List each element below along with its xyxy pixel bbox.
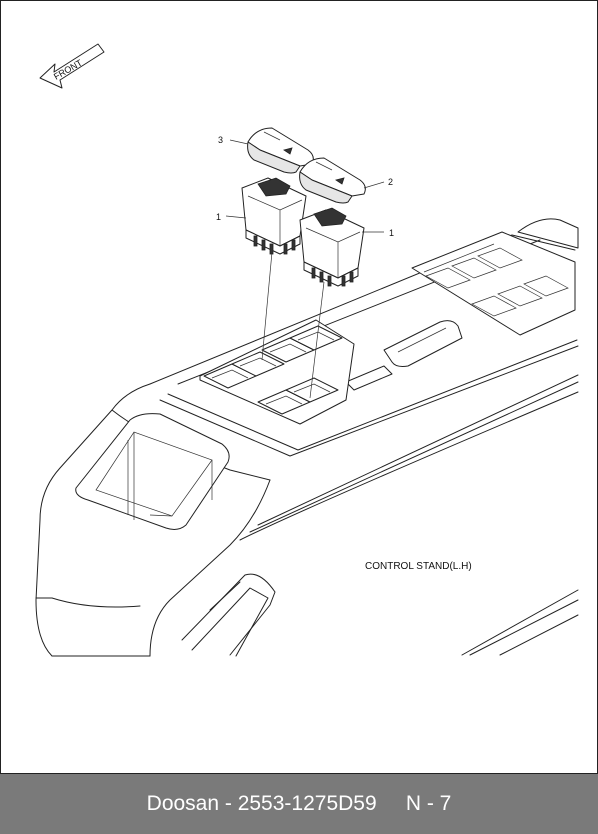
footer-part-info: Doosan - 2553-1275D59 N - 7	[146, 792, 452, 815]
callout-3: 3	[218, 135, 223, 145]
callout-1-left: 1	[216, 212, 221, 222]
assembly-guide-lines	[261, 251, 325, 399]
parts-diagram: FRONT	[35, 43, 579, 657]
callout-1-right: 1	[389, 228, 394, 238]
switch-cap-3	[229, 127, 314, 174]
footer-bar: Doosan - 2553-1275D59 N - 7	[0, 774, 598, 834]
control-stand-body	[35, 234, 579, 657]
right-switch-panel	[345, 218, 579, 391]
front-label: FRONT	[52, 57, 84, 81]
switch-body-right	[299, 207, 384, 287]
switch-body-left	[225, 177, 307, 255]
assembly-label: CONTROL STAND(L.H)	[365, 561, 472, 572]
front-arrow-icon: FRONT	[39, 43, 105, 89]
callout-2: 2	[388, 177, 393, 187]
left-switch-panel	[199, 319, 355, 425]
switch-cap-2	[299, 157, 385, 204]
